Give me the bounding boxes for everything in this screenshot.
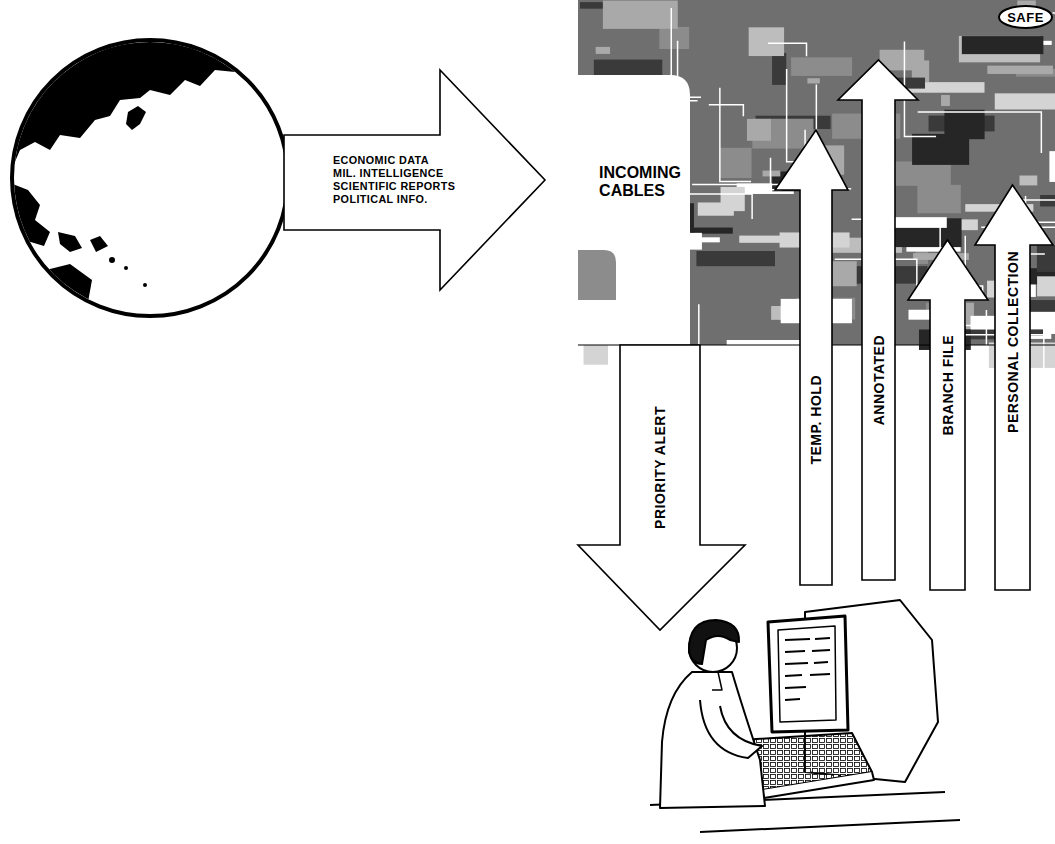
circuit-block — [917, 185, 960, 213]
arrow-outline — [775, 130, 848, 585]
circuit-block — [987, 66, 1053, 74]
circuit-block — [807, 78, 819, 83]
desk-edge — [700, 820, 960, 832]
southeast-asia-landmass — [8, 182, 50, 252]
circuit-block — [908, 310, 930, 320]
circuit-block — [690, 228, 732, 234]
island — [58, 232, 82, 252]
arrow-label: PRIORITY ALERT — [653, 406, 667, 529]
island — [126, 106, 146, 130]
circuit-block — [721, 187, 745, 211]
arrow-label: PERSONAL COLLECTION — [1006, 251, 1020, 433]
island — [124, 266, 128, 270]
arrow-label: ANNOTATED — [872, 335, 886, 425]
node-label: SAFE — [1007, 11, 1055, 24]
island — [143, 283, 147, 287]
circuit-trace — [699, 304, 740, 428]
operator-collar — [712, 672, 722, 690]
circuit-block — [749, 27, 784, 56]
terminal-screen — [768, 616, 848, 732]
island — [109, 257, 115, 263]
circuit-trace — [918, 112, 1042, 153]
node-label: ECONOMIC DATA — [333, 154, 545, 167]
cable-field — [578, 75, 690, 345]
circuit-trace — [1053, 13, 1055, 24]
circuit-block — [944, 110, 984, 139]
circuit-block — [584, 343, 608, 365]
circuit-block — [696, 251, 775, 266]
operator-arm — [700, 700, 762, 758]
filing-arrow: ANNOTATED — [838, 60, 918, 580]
filing-arrow: TEMP. HOLD — [775, 130, 848, 585]
arrow-label: TEMP. HOLD — [809, 375, 823, 465]
circuit-block — [962, 36, 1044, 54]
circuit-trace — [904, 42, 936, 137]
screen-inner — [778, 626, 836, 722]
globe — [8, 20, 300, 316]
circuit-block — [747, 119, 771, 141]
arrow-outline — [775, 130, 848, 585]
keyboard-edge — [762, 772, 874, 798]
circuit-block — [941, 95, 950, 106]
circuit-block — [1019, 176, 1037, 186]
circuit-block — [603, 1, 678, 29]
australia-landmass — [34, 264, 92, 312]
circuit-block — [1027, 300, 1055, 312]
arrow-outline — [284, 70, 545, 290]
node-label: SCIENTIFIC REPORTS — [333, 180, 545, 193]
circuit-block — [995, 93, 1055, 109]
circuit-trace — [720, 88, 751, 182]
circuit-block — [791, 57, 852, 76]
node-label: MIL. INTELLIGENCE — [333, 167, 545, 180]
island — [90, 236, 108, 252]
circuit-block — [772, 53, 786, 85]
circuit-block — [578, 250, 616, 300]
arrow-outline — [908, 240, 988, 590]
arrow-outline — [838, 60, 918, 580]
arrow-label: BRANCH FILE — [941, 335, 955, 435]
badge-outline — [999, 6, 1052, 28]
operator-at-terminal — [650, 600, 960, 832]
operator-body — [660, 672, 765, 808]
circuit-block — [763, 171, 781, 177]
circuit-trace — [768, 43, 807, 56]
node-label: INCOMING CABLES — [599, 164, 681, 201]
alert-arrow: PRIORITY ALERT — [578, 345, 745, 630]
operator-hair — [689, 620, 739, 664]
circuit-block — [1049, 151, 1055, 182]
circuit-block — [720, 148, 752, 178]
filing-arrow: BRANCH FILE — [908, 240, 988, 590]
arrow-outline — [578, 345, 745, 630]
node-label: POLITICAL INFO. — [333, 193, 545, 206]
circuit-block — [1037, 245, 1055, 271]
circuit-block — [659, 27, 689, 49]
arrow-outline — [975, 185, 1053, 590]
landmasses — [8, 20, 300, 312]
north-america-landmass — [255, 30, 300, 108]
screen-lines — [785, 638, 830, 700]
filing-arrow: PERSONAL COLLECTION — [975, 185, 1053, 590]
circuit-block — [596, 47, 610, 54]
circuit-trace — [709, 105, 744, 117]
safe-badge: SAFE — [998, 5, 1053, 29]
asia-landmass — [8, 20, 262, 178]
circuit-block — [1037, 276, 1055, 296]
arrow-outline — [838, 60, 918, 580]
data-flow-arrow: ECONOMIC DATAMIL. INTELLIGENCESCIENTIFIC… — [275, 70, 545, 290]
